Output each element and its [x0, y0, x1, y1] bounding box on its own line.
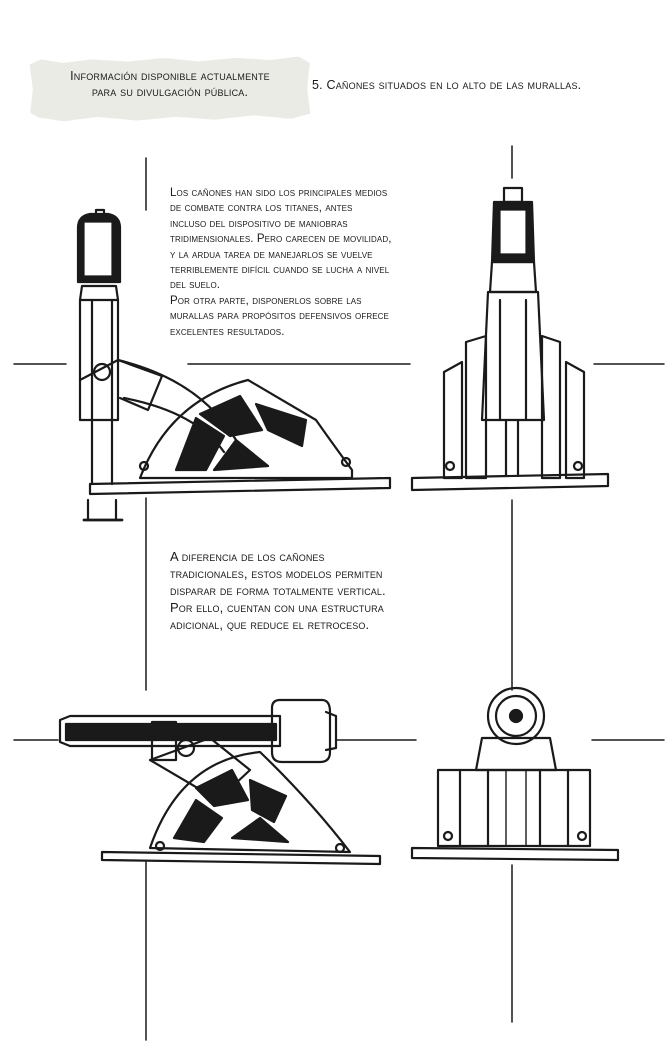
cannon-vertical-front-icon — [410, 186, 610, 492]
description-1-line: Por otra parte, disponerlos sobre las — [170, 294, 362, 307]
description-1-line: incluso del dispositivo de maniobras — [170, 217, 348, 230]
description-1-line: excelentes resultados. — [170, 325, 285, 338]
description-2-line: Por ello, cuentan con una estructura — [170, 600, 384, 615]
description-1-line: tridimensionales. Pero carecen de movili… — [170, 233, 392, 246]
description-2-line: tradicionales, estos modelos permiten — [170, 566, 383, 581]
description-2-line: adicional, que reduce el retroceso. — [170, 617, 370, 632]
section-title: 5. Cañones situados en lo alto de las mu… — [312, 78, 582, 92]
description-2: A diferencia de los cañones tradicionale… — [170, 548, 470, 633]
guide-lines — [13, 145, 665, 1041]
info-label-line-1: Información disponible actualmente — [70, 69, 270, 83]
description-1-line: y la ardua tarea de manejarlos se vuelve — [170, 248, 373, 261]
description-2-line: A diferencia de los cañones — [170, 549, 325, 564]
info-label: Información disponible actualmente para … — [36, 68, 304, 100]
description-1-line: murallas para propósitos defensivos ofre… — [170, 310, 389, 323]
info-label-line-2: para su divulgación pública. — [91, 85, 249, 99]
cannon-horizontal-side-icon — [58, 698, 382, 866]
description-2-line: disparar de forma totalmente vertical. — [170, 583, 386, 598]
description-1: Los cañones han sido los principales med… — [170, 186, 470, 340]
description-1-line: terriblemente difícil cuando se lucha a … — [170, 264, 390, 277]
description-1-line: del suelo. — [170, 279, 221, 292]
cannon-horizontal-front-icon — [410, 686, 620, 862]
description-1-line: de combate contra los titanes, antes — [170, 202, 353, 215]
description-1-line: Los cañones han sido los principales med… — [170, 187, 388, 199]
cannon-vertical-side-icon — [76, 208, 392, 522]
